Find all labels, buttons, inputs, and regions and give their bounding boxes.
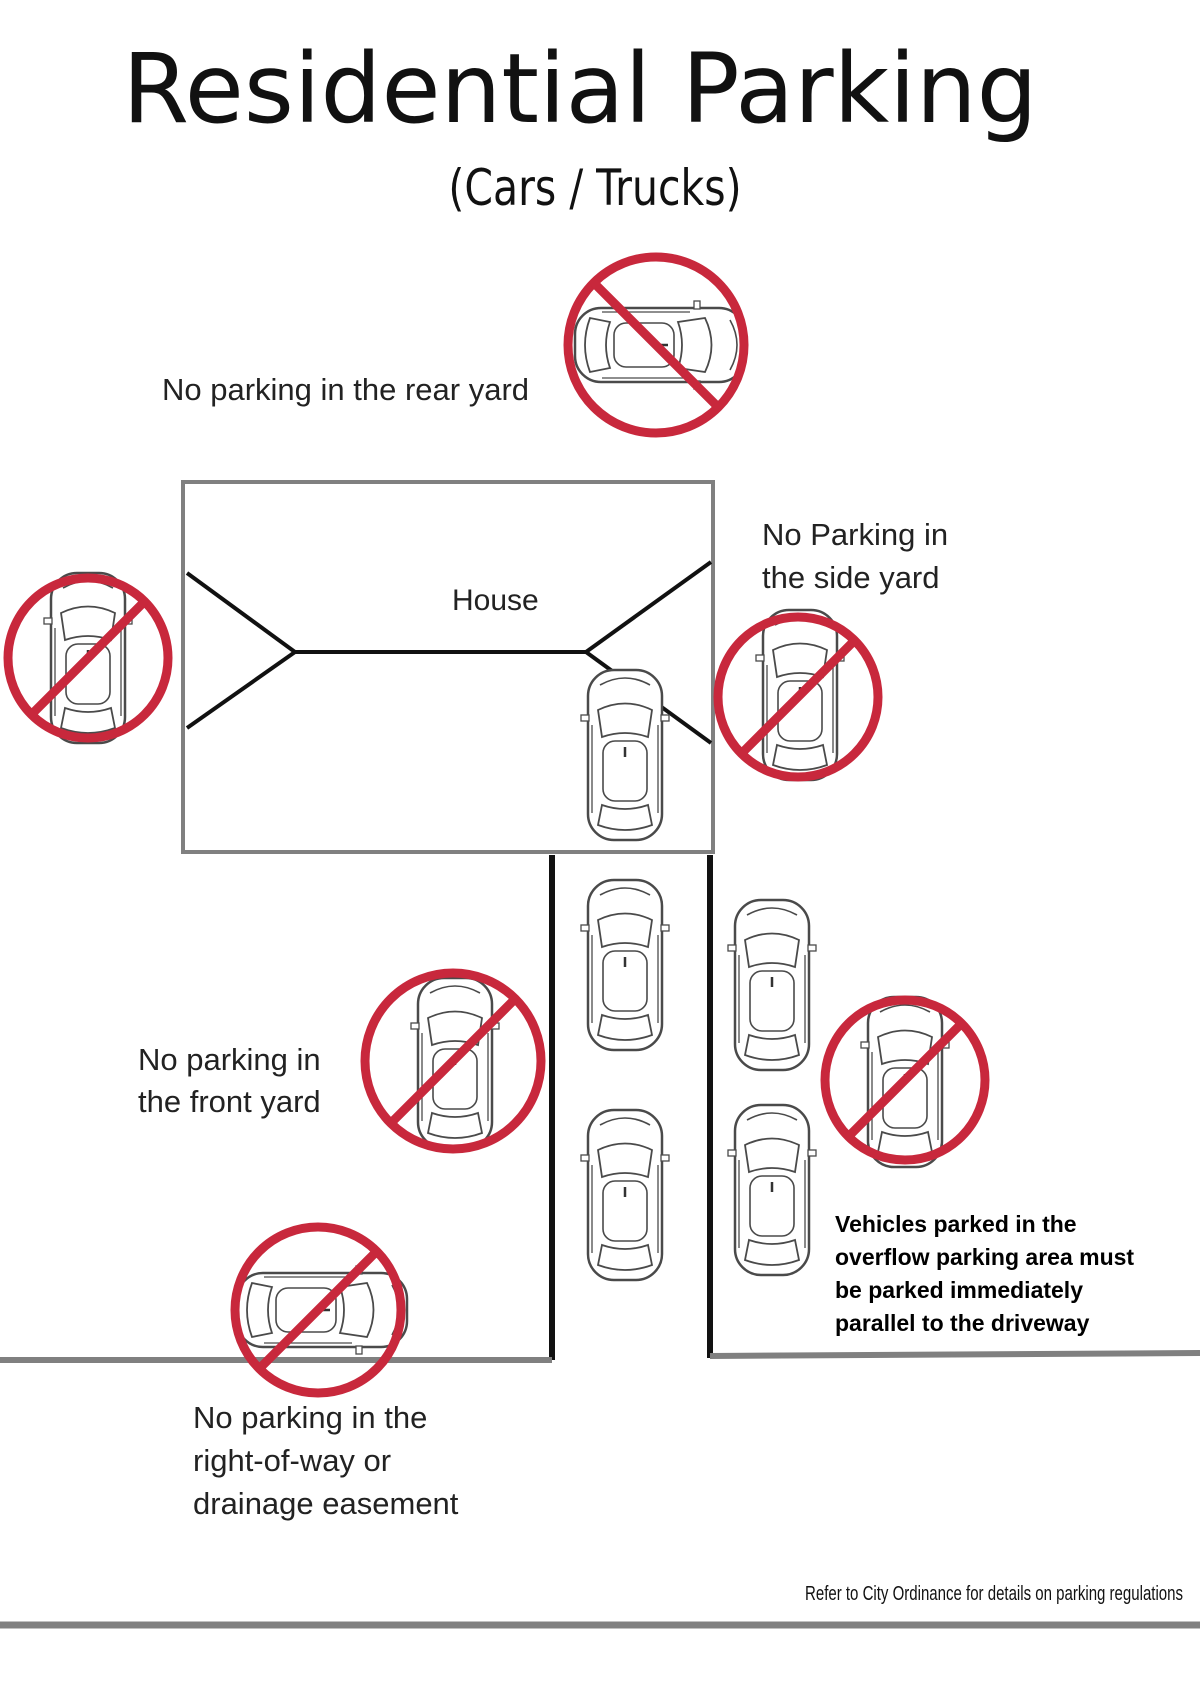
right-of-way-label-line1: No parking in the	[193, 1400, 427, 1435]
overflow-car-2	[726, 1103, 818, 1277]
side-yard-label-line2: the side yard	[762, 560, 940, 595]
driveway-car-1	[579, 878, 671, 1052]
right-of-way-label-line3: drainage easement	[193, 1486, 459, 1521]
overflow-car-1	[726, 898, 818, 1072]
driveway-car-2	[579, 1108, 671, 1282]
property-line	[0, 1350, 1200, 1363]
front-yard-label-line2: the front yard	[138, 1084, 321, 1119]
overflow-note-line1: Vehicles parked in the	[835, 1211, 1077, 1237]
diagram-title: Residential Parking	[122, 33, 1037, 145]
house-outline	[181, 480, 715, 854]
overflow-note-line4: parallel to the driveway	[835, 1310, 1090, 1336]
house-label: House	[452, 584, 539, 617]
side-yard-label-line1: No Parking in	[762, 517, 948, 552]
prohibition-icon-front-yard	[360, 968, 546, 1154]
right-of-way-label-line2: right-of-way or	[193, 1443, 391, 1478]
footer-note: Refer to City Ordinance for details on p…	[805, 1583, 1183, 1605]
overflow-note-line2: overflow parking area must	[835, 1244, 1134, 1270]
overflow-note-line3: be parked immediately	[835, 1277, 1083, 1303]
rear-yard-label: No parking in the rear yard	[162, 372, 529, 407]
prohibition-icon-side-yard-left	[3, 573, 173, 743]
diagram-subtitle: (Cars / Trucks)	[448, 159, 741, 217]
prohibition-icon-rear-yard	[563, 252, 749, 438]
garage-car	[579, 668, 671, 842]
front-yard-label-line1: No parking in	[138, 1042, 321, 1077]
prohibition-icon-right-of-way	[230, 1222, 406, 1398]
prohibition-icon-side-yard-right	[713, 612, 883, 782]
prohibition-icon-lawn	[820, 995, 990, 1165]
house-roof-lines	[185, 560, 713, 745]
driveway-edges	[549, 855, 713, 1360]
